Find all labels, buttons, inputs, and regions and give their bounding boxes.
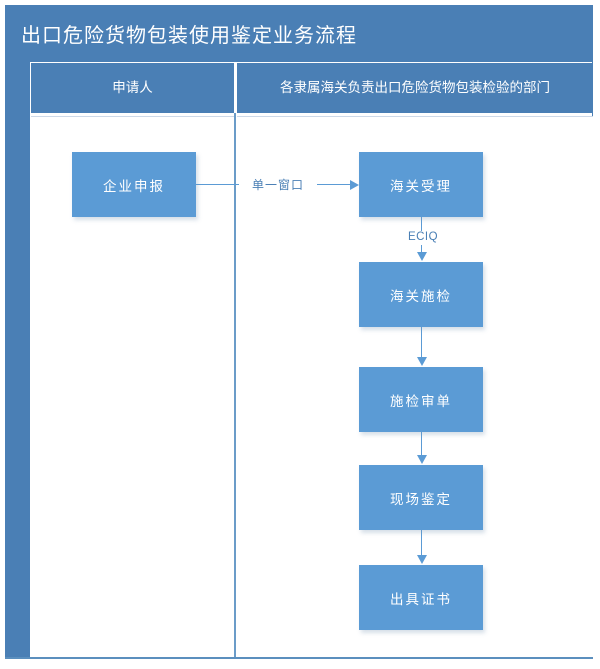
connector-declare-to-accept-left (196, 184, 239, 185)
arrowhead-review-to-onsite (417, 455, 427, 464)
bottom-edge (5, 657, 593, 659)
connector-inspect-to-review (421, 327, 422, 358)
connector-onsite-to-certify (421, 530, 422, 556)
arrowhead-declare-to-accept (350, 180, 359, 190)
column-header-customs-label: 各隶属海关负责出口危险货物包装检验的部门 (280, 79, 550, 95)
header-divider (234, 63, 237, 113)
column-header-applicant-label: 申请人 (112, 79, 153, 95)
node-onsite-appraisal[interactable]: 现场鉴定 (359, 465, 483, 530)
node-enterprise-declaration[interactable]: 企业申报 (72, 152, 196, 217)
node-inspection-document-review[interactable]: 施检审单 (359, 367, 483, 432)
node-issue-certificate[interactable]: 出具证书 (359, 565, 483, 630)
column-header-customs: 各隶属海关负责出口危险货物包装检验的部门 (237, 63, 593, 113)
edge-label-eciq: ECIQ (398, 231, 448, 243)
connector-accept-to-inspect-upper (421, 217, 422, 233)
connector-accept-to-inspect-lower (421, 245, 422, 253)
connector-review-to-onsite (421, 432, 422, 456)
arrowhead-inspect-to-review (417, 357, 427, 366)
left-accent-rail (5, 62, 30, 658)
node-customs-acceptance[interactable]: 海关受理 (359, 152, 483, 217)
page-title: 出口危险货物包装使用鉴定业务流程 (21, 25, 357, 47)
arrowhead-onsite-to-certify (417, 555, 427, 564)
connector-declare-to-accept-right (315, 184, 351, 185)
title-bar: 出口危险货物包装使用鉴定业务流程 (5, 5, 593, 62)
node-customs-inspection[interactable]: 海关施检 (359, 262, 483, 327)
arrowhead-accept-to-inspect (417, 252, 427, 261)
edge-label-single-window: 单一窗口 (239, 176, 317, 193)
column-header-applicant: 申请人 (31, 63, 234, 113)
lane-separator (234, 113, 236, 658)
